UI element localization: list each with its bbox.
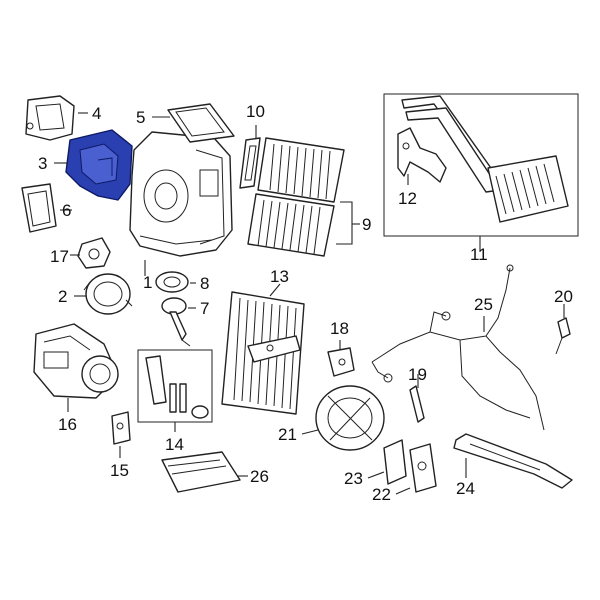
callout-14[interactable]: 14 <box>165 435 184 454</box>
callout-24[interactable]: 24 <box>456 479 475 498</box>
part-20-temp-sensor[interactable] <box>555 317 571 355</box>
part-25-wiring-harness[interactable] <box>371 264 545 431</box>
part-6-filter-frame[interactable] <box>21 183 57 233</box>
callout-1[interactable]: 1 <box>143 273 152 292</box>
callout-19[interactable]: 19 <box>408 365 427 384</box>
part-7-drain-hose[interactable] <box>161 297 191 347</box>
callout-10[interactable]: 10 <box>246 102 265 121</box>
part-21-blower-motor[interactable] <box>315 385 385 451</box>
callout-23[interactable]: 23 <box>344 469 363 488</box>
callout-15[interactable]: 15 <box>110 461 129 480</box>
callout-21[interactable]: 21 <box>278 425 297 444</box>
part-14-hardware[interactable] <box>145 355 209 419</box>
callout-25[interactable]: 25 <box>474 295 493 314</box>
callout-3[interactable]: 3 <box>38 154 47 173</box>
part-2-blower-ring[interactable] <box>83 273 133 315</box>
part-18-resistor[interactable] <box>327 347 355 377</box>
part-10-seal-strip[interactable] <box>239 137 261 189</box>
callout-4[interactable]: 4 <box>92 104 101 123</box>
part-16-blower-assembly[interactable] <box>33 323 119 399</box>
part-23-filter-strip[interactable] <box>383 439 407 485</box>
callout-9[interactable]: 9 <box>362 215 371 234</box>
callout-labels: 1 2 3 4 5 6 7 8 9 10 11 12 13 14 15 16 1… <box>38 102 573 504</box>
part-26-control-module[interactable] <box>161 451 241 493</box>
part-19-sensor[interactable] <box>409 385 425 423</box>
part-8-grommet[interactable] <box>155 271 189 293</box>
callout-13[interactable]: 13 <box>270 267 289 286</box>
part-11-heater-core[interactable] <box>401 95 569 223</box>
callout-22[interactable]: 22 <box>372 485 391 504</box>
part-12-bracket[interactable] <box>397 127 447 183</box>
part-4-housing-cover[interactable] <box>25 95 75 141</box>
callout-7[interactable]: 7 <box>200 299 209 318</box>
callout-5[interactable]: 5 <box>136 108 145 127</box>
part-13-evaporator[interactable] <box>221 291 305 415</box>
part-15-expansion-valve[interactable] <box>111 411 131 445</box>
part-1-hvac-housing[interactable] <box>129 131 233 257</box>
part-5-filter-seal[interactable] <box>167 103 235 143</box>
callout-17[interactable]: 17 <box>50 247 69 266</box>
callout-11[interactable]: 11 <box>470 245 488 264</box>
callout-6[interactable]: 6 <box>62 201 71 220</box>
callout-20[interactable]: 20 <box>554 287 573 306</box>
callout-26[interactable]: 26 <box>250 467 269 486</box>
callout-8[interactable]: 8 <box>200 274 209 293</box>
callout-2[interactable]: 2 <box>58 287 67 306</box>
part-11-heater-core-box <box>383 93 579 237</box>
part-17-actuator[interactable] <box>77 237 111 269</box>
part-9-cabin-filters[interactable] <box>247 137 345 257</box>
leader-lines <box>54 112 565 495</box>
callout-12[interactable]: 12 <box>398 189 417 208</box>
part-22-motor-bracket[interactable] <box>409 443 437 493</box>
part-3-blower-housing-highlighted[interactable] <box>65 129 133 201</box>
callout-16[interactable]: 16 <box>58 415 77 434</box>
callout-18[interactable]: 18 <box>330 319 349 338</box>
part-24-duct-rail[interactable] <box>453 433 573 489</box>
